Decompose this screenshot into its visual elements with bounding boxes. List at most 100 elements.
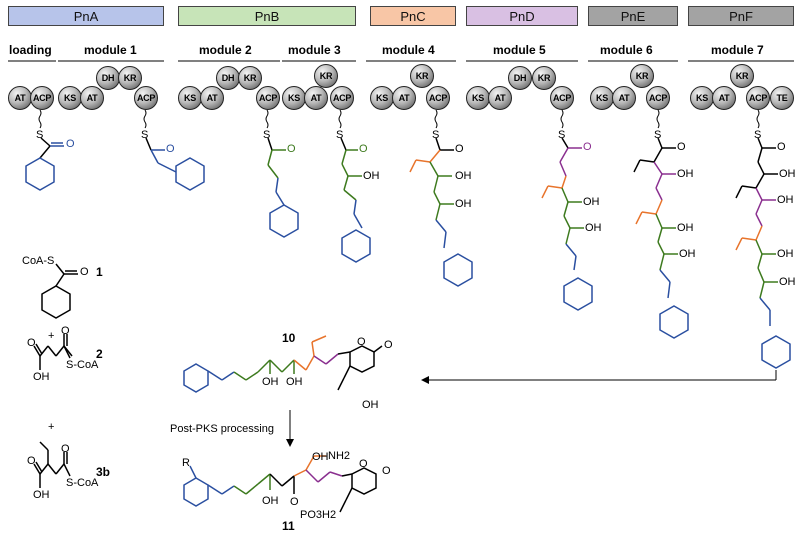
module2-intermediate	[267, 137, 299, 238]
oh-m6-1: OH	[677, 168, 694, 180]
module-label-2: module 2	[199, 43, 252, 57]
module-label-7: module 7	[711, 43, 764, 57]
domain-acp-m7: ACP	[746, 86, 770, 110]
module3-intermediate	[340, 137, 371, 263]
atom-s-m1: S	[141, 129, 149, 141]
oh-m5-2: OH	[585, 222, 602, 234]
reagent-2-structure	[33, 334, 73, 370]
release-arrow	[421, 370, 777, 384]
oh-m7-2: OH	[777, 194, 794, 206]
atom-s-m5: S	[558, 129, 566, 141]
atom-s-m6: S	[654, 129, 662, 141]
reagent-3b-o2: O	[61, 443, 70, 455]
domain-at-m2: AT	[200, 86, 224, 110]
compound-11-o: O	[290, 496, 299, 508]
domain-dh-m2: DH	[216, 66, 240, 90]
oh-m7-4: OH	[779, 276, 796, 288]
module-label-1: module 1	[84, 43, 137, 57]
reagent-1-coa: CoA-S	[22, 255, 55, 267]
domain-kr-m4: KR	[410, 64, 434, 88]
reagent-3b-number: 3b	[96, 465, 111, 479]
acp-links	[38, 109, 760, 129]
atom-o-m4: O	[455, 143, 464, 155]
compound-10-oh1: OH	[262, 376, 279, 388]
module6-intermediate	[633, 137, 689, 339]
atom-s-m2: S	[263, 129, 271, 141]
atom-o-loading: O	[66, 138, 75, 150]
domain-at-m7: AT	[712, 86, 736, 110]
domain-at-loading: AT	[8, 86, 32, 110]
reagent-3b-scoa: S-CoA	[66, 477, 99, 489]
compound-10-structure	[183, 335, 383, 393]
module1-intermediate	[145, 137, 205, 191]
domain-kr-m3: KR	[314, 64, 338, 88]
domain-ks-m4: KS	[370, 86, 394, 110]
module-label-3: module 3	[288, 43, 341, 57]
atom-o-m2: O	[287, 143, 296, 155]
module7-intermediate	[735, 137, 791, 369]
compound-11-r: R	[182, 457, 190, 469]
domain-acp-m3: ACP	[330, 86, 354, 110]
atom-o-m6: O	[677, 141, 686, 153]
module-label-loading: loading	[9, 43, 52, 57]
domain-ks-m1: KS	[58, 86, 82, 110]
atom-s-m7: S	[754, 129, 762, 141]
domain-acp-m5: ACP	[550, 86, 574, 110]
domain-dh-m5: DH	[508, 66, 532, 90]
domain-acp-m6: ACP	[646, 86, 670, 110]
module-label-5: module 5	[493, 43, 546, 57]
reagent-1-o: O	[80, 266, 89, 278]
compound-11-ring-o: O	[359, 458, 368, 470]
domain-kr-m2: KR	[238, 66, 262, 90]
atom-o-m7: O	[777, 141, 786, 153]
domain-dh-m1: DH	[96, 66, 120, 90]
compound-11-lactone-o: O	[382, 465, 391, 477]
oh-m7-3: OH	[777, 248, 794, 260]
reagent-1-structure	[41, 263, 78, 319]
compound-11-number: 11	[282, 519, 295, 533]
module-label-4: module 4	[382, 43, 435, 57]
domain-kr-m7: KR	[730, 64, 754, 88]
protein-pnd-header: PnD	[466, 6, 578, 26]
domain-at-m1: AT	[80, 86, 104, 110]
domain-ks-m3: KS	[282, 86, 306, 110]
atom-s-loading: S	[36, 129, 44, 141]
plus-1: +	[48, 330, 55, 342]
domain-at-m3: AT	[304, 86, 328, 110]
module5-intermediate	[541, 137, 593, 311]
reagent-2-number: 2	[96, 347, 103, 361]
oh-m5-1: OH	[583, 196, 600, 208]
reagent-3b-oh: OH	[33, 489, 50, 501]
domain-ks-m7: KS	[690, 86, 714, 110]
domain-acp-m1: ACP	[134, 86, 158, 110]
domain-ks-m5: KS	[466, 86, 490, 110]
compound-10-oh3: OH	[362, 399, 379, 411]
atom-o-m3: O	[359, 143, 368, 155]
domain-acp-loading: ACP	[30, 86, 54, 110]
atom-s-m3: S	[336, 129, 344, 141]
domain-ks-m2: KS	[178, 86, 202, 110]
atom-s-m4: S	[432, 129, 440, 141]
domain-at-m5: AT	[488, 86, 512, 110]
compound-10-number: 10	[282, 331, 296, 345]
module4-intermediate	[409, 137, 473, 287]
reagent-3b-structure	[33, 441, 71, 488]
reagent-2-scoa: S-CoA	[66, 359, 99, 371]
protein-pnb-header: PnB	[178, 6, 356, 26]
reagent-2-o: O	[27, 337, 36, 349]
domain-te-m7: TE	[770, 86, 794, 110]
reagent-2-oh: OH	[33, 371, 50, 383]
domain-ks-m6: KS	[590, 86, 614, 110]
domain-acp-m4: ACP	[426, 86, 450, 110]
protein-pna-header: PnA	[8, 6, 164, 26]
compound-10-oh2: OH	[286, 376, 303, 388]
oh-m6-2: OH	[677, 222, 694, 234]
compound-10-ring-o: O	[357, 336, 366, 348]
protein-pnc-header: PnC	[370, 6, 456, 26]
domain-at-m6: AT	[612, 86, 636, 110]
post-pks-label: Post-PKS processing	[170, 423, 274, 435]
reagent-3b-o: O	[27, 455, 36, 467]
compound-11-nh2: NH2	[328, 450, 351, 462]
plus-2: +	[48, 421, 55, 433]
